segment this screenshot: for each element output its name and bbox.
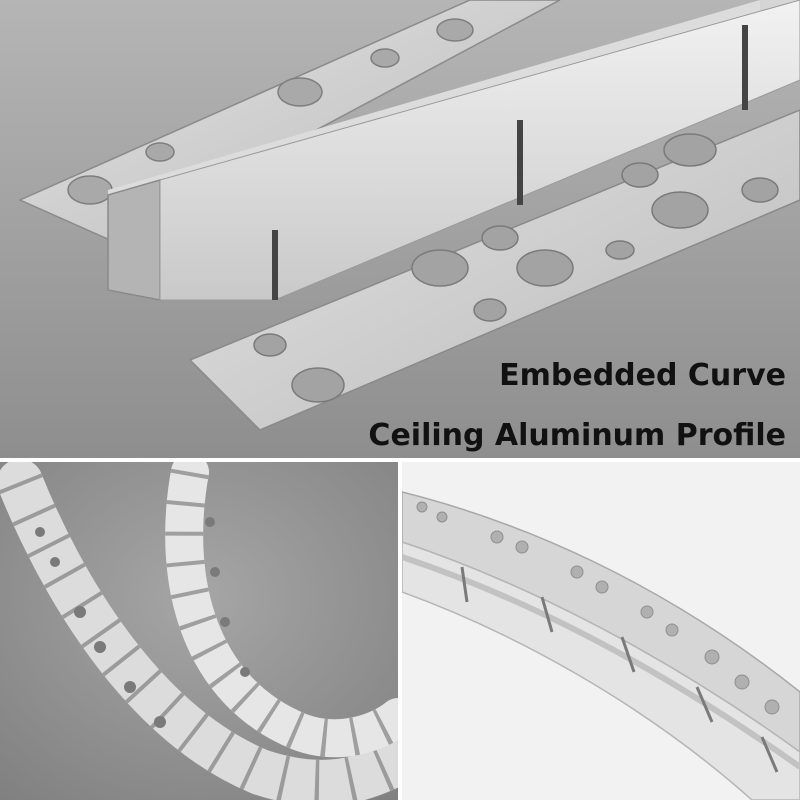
caption-line-1: Embedded Curve: [499, 358, 786, 393]
horizontal-divider: [0, 458, 800, 462]
curved-profile-photo: [402, 462, 800, 800]
curved-profile-illustration: [402, 462, 800, 800]
vertical-divider: [398, 462, 402, 800]
profile-closeup-illustration: [0, 0, 800, 458]
caption-line-2: Ceiling Aluminum Profile: [368, 418, 786, 453]
coiled-profile-photo: [0, 462, 398, 800]
profile-closeup-photo: Embedded Curve Ceiling Aluminum Profile: [0, 0, 800, 458]
coiled-profile-illustration: [0, 462, 398, 800]
